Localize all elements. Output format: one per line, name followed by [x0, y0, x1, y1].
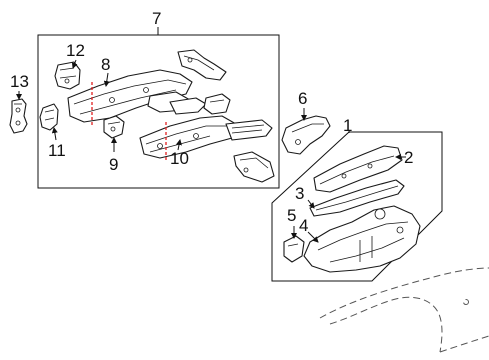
part-5-bracket — [283, 235, 305, 263]
part-2-apron-member — [313, 145, 403, 193]
part-6-bracket — [281, 115, 331, 155]
callout-7: 7 — [152, 9, 161, 28]
callout-8: 8 — [101, 55, 110, 74]
part-3-reinforcement — [309, 179, 405, 217]
part-13-bracket — [9, 98, 28, 134]
part-upper-bracket — [177, 49, 227, 81]
callout-4: 4 — [299, 216, 308, 235]
callout-11: 11 — [48, 141, 66, 160]
callout-13: 13 — [10, 72, 29, 91]
part-4-wheel-apron — [303, 205, 421, 273]
part-extension — [233, 151, 275, 183]
part-12-bracket — [54, 61, 81, 90]
callout-9: 9 — [109, 155, 118, 174]
callout-6: 6 — [298, 89, 307, 108]
callout-1: 1 — [343, 116, 352, 135]
part-10-side-member — [139, 115, 273, 159]
callout-5: 5 — [287, 206, 296, 225]
part-11-bracket — [39, 103, 59, 131]
callout-12: 12 — [66, 41, 85, 60]
part-small-brace — [203, 93, 231, 115]
callout-3: 3 — [295, 184, 304, 203]
callout-10: 10 — [170, 149, 189, 168]
callout-2: 2 — [404, 148, 413, 167]
fender-outline — [319, 267, 489, 353]
part-9-bracket — [103, 115, 125, 139]
part-8-side-member — [67, 69, 207, 123]
